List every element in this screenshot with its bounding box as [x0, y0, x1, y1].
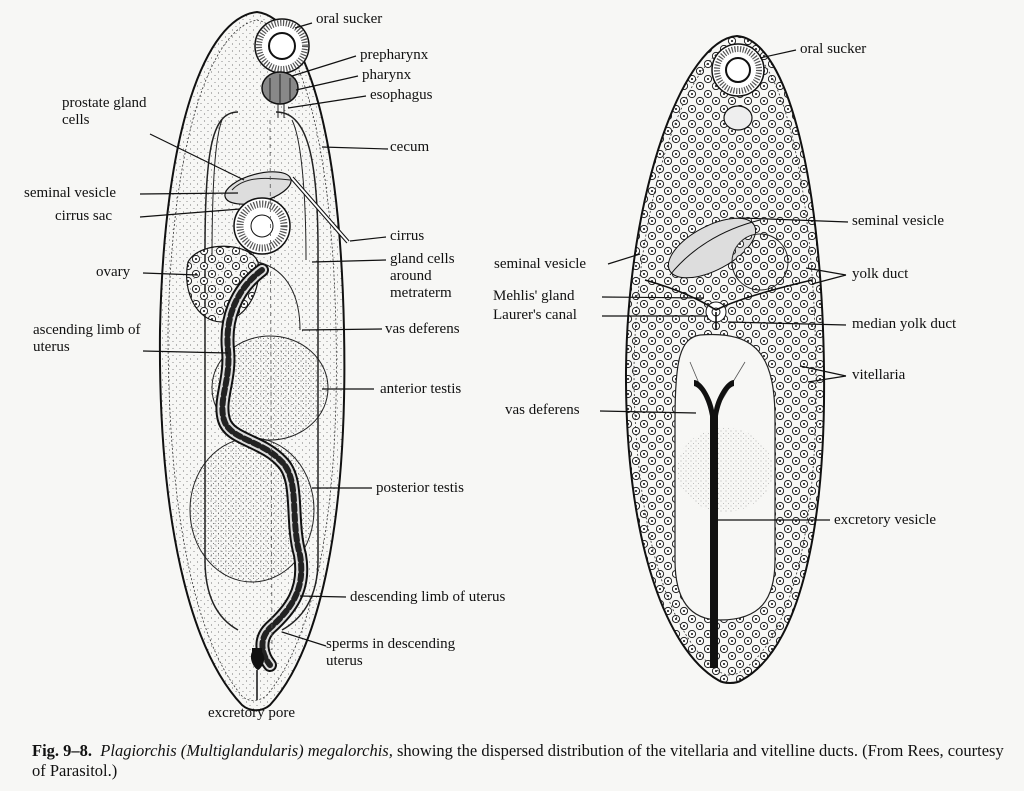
label-ascending-limb-of-uterus: ascending limb of uterus [33, 322, 141, 355]
label-esophagus: esophagus [370, 87, 433, 103]
left-worm [158, 10, 350, 712]
label-sperms-in-descending-uterus: sperms in descending uterus [326, 636, 456, 669]
label-prostate-gland-cells: prostate gland cells [62, 95, 147, 128]
label-anterior-testis: anterior testis [380, 381, 462, 397]
label-cecum: cecum [390, 139, 430, 155]
left-leader-lines [139, 22, 389, 647]
label-excretory-pore: excretory pore [208, 705, 296, 721]
label-mehlis-gland: Mehlis' gland [493, 288, 575, 304]
label-cirrus-sac: cirrus sac [55, 208, 113, 224]
label-right-seminal-vesicle-left: seminal vesicle [494, 256, 587, 272]
left-anterior-testis [211, 335, 329, 441]
label-laurers-canal: Laurer's canal [493, 307, 577, 323]
label-prepharynx: prepharynx [360, 47, 429, 63]
label-posterior-testis: posterior testis [376, 480, 464, 496]
label-gland-cells-around-metraterm: gland cells around metraterm [390, 251, 455, 301]
label-cirrus: cirrus [390, 228, 425, 244]
label-right-seminal-vesicle-upper: seminal vesicle [852, 213, 945, 229]
label-vitellaria: vitellaria [852, 367, 906, 383]
caption-species: Plagiorchis (Multiglandularis) megalorch… [100, 741, 393, 760]
label-excretory-vesicle: excretory vesicle [834, 512, 937, 528]
label-descending-limb-of-uterus: descending limb of uterus [350, 589, 506, 605]
label-right-vas-deferens: vas deferens [505, 402, 580, 418]
label-median-yolk-duct: median yolk duct [852, 316, 957, 332]
label-oral-sucker: oral sucker [316, 11, 383, 27]
label-yolk-duct: yolk duct [852, 266, 909, 282]
right-worm [624, 34, 826, 684]
right-excretory-vesicle [694, 380, 734, 668]
label-pharynx: pharynx [362, 67, 412, 83]
label-seminal-vesicle: seminal vesicle [24, 185, 117, 201]
caption-label: Fig. 9–8. [32, 741, 93, 760]
right-leader-lines [599, 49, 849, 521]
caption-text: showing the dispersed distribution of th… [32, 741, 1004, 780]
figure-caption: Fig. 9–8. Plagiorchis (Multiglandularis)… [32, 741, 1007, 781]
label-right-oral-sucker: oral sucker [800, 41, 867, 57]
label-ovary: ovary [96, 264, 131, 280]
label-vas-deferens: vas deferens [385, 321, 460, 337]
